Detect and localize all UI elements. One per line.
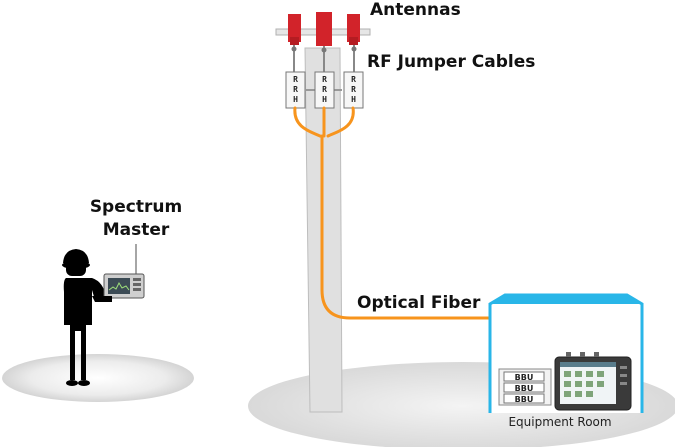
antennas [275, 12, 371, 72]
antenna-right [347, 14, 360, 42]
svg-text:H: H [293, 95, 298, 104]
bbu-stack: BBU BBU BBU [498, 368, 552, 406]
svg-text:R: R [351, 85, 356, 94]
rrh-unit: R R H [343, 71, 364, 109]
svg-text:R: R [293, 85, 298, 94]
spectrum-master-label-line1: Spectrum [89, 197, 183, 217]
equipment-room: BBU BBU BBU [488, 293, 644, 413]
svg-text:R: R [351, 75, 356, 84]
technician-silhouette [62, 249, 106, 386]
spectrum-master-device [92, 244, 145, 302]
antenna-center [316, 12, 332, 46]
test-instrument [554, 352, 632, 411]
svg-text:R: R [322, 75, 327, 84]
spectrum-master-label: Spectrum Master [74, 196, 198, 242]
svg-text:H: H [322, 95, 327, 104]
antennas-label: Antennas [370, 0, 461, 20]
svg-text:H: H [351, 95, 356, 104]
rrh-unit: R R H [314, 71, 335, 109]
rrh-units: R R H R R H R R H [285, 71, 364, 109]
spectrum-master-label-line2: Master [102, 220, 170, 240]
rrh-unit: R R H [285, 71, 306, 109]
svg-text:BBU: BBU [515, 395, 534, 404]
antenna-left [288, 14, 301, 42]
rf-jumper-cables-label: RF Jumper Cables [367, 52, 536, 72]
optical-fiber-label: Optical Fiber [357, 293, 481, 313]
svg-text:BBU: BBU [515, 373, 534, 382]
equipment-room-label: Equipment Room [508, 415, 612, 429]
svg-text:BBU: BBU [515, 384, 534, 393]
svg-text:R: R [293, 75, 298, 84]
svg-text:R: R [322, 85, 327, 94]
ground-shadow-left [2, 354, 194, 402]
